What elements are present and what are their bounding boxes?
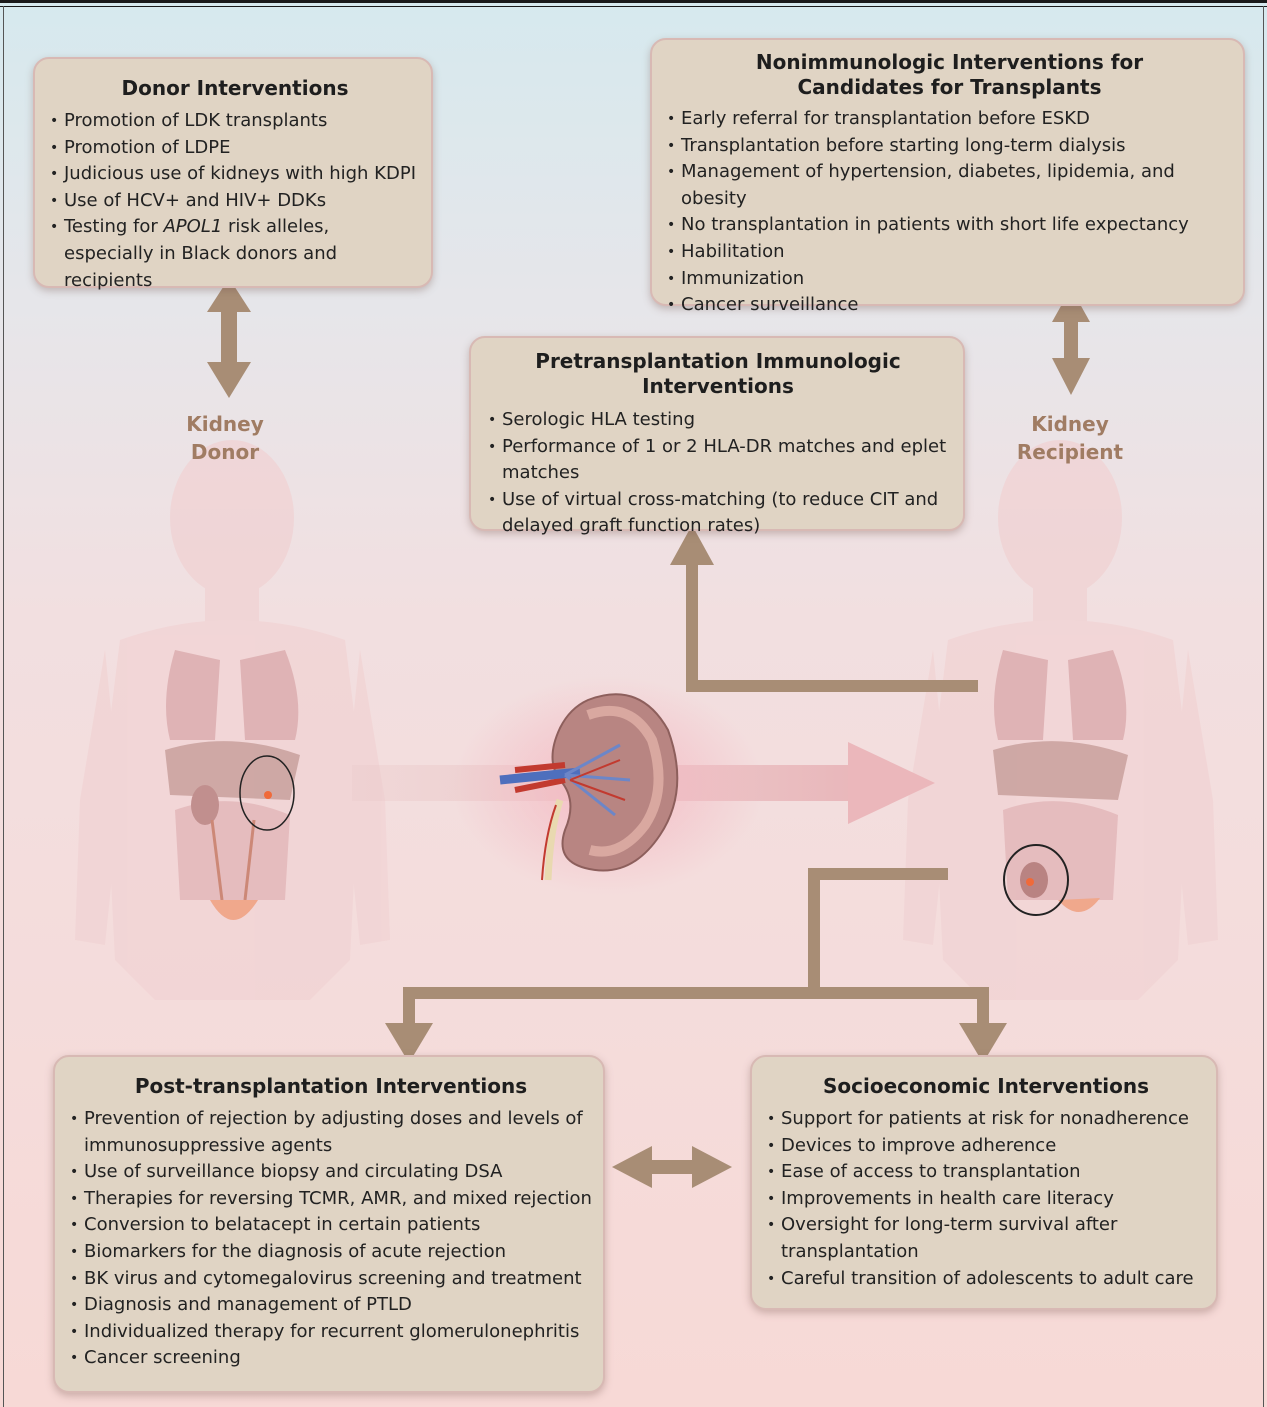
socioeconomic-title: Socioeconomic Interventions <box>766 1074 1206 1099</box>
bottom-connector-vertical <box>808 868 820 998</box>
list-item: Testing for APOL1 risk alleles, especial… <box>49 214 421 294</box>
donor-arrow-head-down <box>207 362 251 398</box>
recipient-arrow-head-down <box>1052 358 1090 395</box>
list-item: Biomarkers for the diagnosis of acute re… <box>69 1239 593 1266</box>
nonimmunologic-title-line2: Candidates for Transplants <box>666 75 1233 100</box>
kidney-donor-label-line1: Kidney <box>160 410 290 438</box>
list-item: Conversion to belatacept in certain pati… <box>69 1212 593 1239</box>
list-item: Early referral for transplantation befor… <box>666 106 1233 133</box>
list-item: Performance of 1 or 2 HLA-DR matches and… <box>487 434 949 487</box>
kidney-illustration <box>453 675 763 895</box>
list-item: Judicious use of kidneys with high KDPI <box>49 161 421 188</box>
socioeconomic-list: Support for patients at risk for nonadhe… <box>766 1106 1206 1292</box>
post-transplant-title: Post-transplantation Interventions <box>69 1074 593 1099</box>
list-item: Diagnosis and management of PTLD <box>69 1292 593 1319</box>
post-connector-vertical <box>403 987 415 1027</box>
pretransplant-interventions-box: Pretransplantation Immunologic Intervent… <box>469 336 965 531</box>
bottom-double-arrow-right <box>692 1146 732 1188</box>
kidney-recipient-label: Kidney Recipient <box>1000 410 1140 466</box>
list-item: Transplantation before starting long-ter… <box>666 133 1233 160</box>
list-item: Oversight for long-term survival after t… <box>766 1212 1206 1265</box>
bottom-connector-horizontal <box>403 987 983 999</box>
list-item: Use of virtual cross-matching (to reduce… <box>487 487 949 540</box>
nonimmunologic-interventions-box: Nonimmunologic Interventions for Candida… <box>650 38 1245 306</box>
kidney-donor-label-line2: Donor <box>160 438 290 466</box>
list-item: Improvements in health care literacy <box>766 1186 1206 1213</box>
kidney-recipient-label-line1: Kidney <box>1000 410 1140 438</box>
post-transplant-list: Prevention of rejection by adjusting dos… <box>69 1106 593 1372</box>
list-item: Management of hypertension, diabetes, li… <box>666 159 1233 212</box>
pretransplant-list: Serologic HLA testing Performance of 1 o… <box>487 407 949 540</box>
nonimmunologic-title-line1: Nonimmunologic Interventions for <box>666 50 1233 75</box>
list-item: Habilitation <box>666 239 1233 266</box>
list-item: Individualized therapy for recurrent glo… <box>69 1319 593 1346</box>
list-item: BK virus and cytomegalovirus screening a… <box>69 1266 593 1293</box>
pretransplant-connector-horizontal <box>686 680 978 692</box>
list-item: Use of HCV+ and HIV+ DDKs <box>49 188 421 215</box>
list-item: No transplantation in patients with shor… <box>666 212 1233 239</box>
list-item: Promotion of LDPE <box>49 135 421 162</box>
socioeconomic-interventions-box: Socioeconomic Interventions Support for … <box>750 1055 1218 1310</box>
kidney-recipient-label-line2: Recipient <box>1000 438 1140 466</box>
nonimmunologic-list: Early referral for transplantation befor… <box>666 106 1233 319</box>
list-item: Careful transition of adolescents to adu… <box>766 1266 1206 1293</box>
bottom-double-arrow-left <box>612 1146 652 1188</box>
list-item: Cancer screening <box>69 1345 593 1372</box>
recipient-kidney-marker <box>1026 878 1034 886</box>
list-item: Serologic HLA testing <box>487 407 949 434</box>
socio-connector-vertical <box>977 987 989 1027</box>
list-item: Immunization <box>666 266 1233 293</box>
pretransplant-title: Pretransplantation Immunologic Intervent… <box>487 349 949 399</box>
list-item: Therapies for reversing TCMR, AMR, and m… <box>69 1186 593 1213</box>
list-item: Devices to improve adherence <box>766 1133 1206 1160</box>
list-item: Ease of access to transplantation <box>766 1159 1206 1186</box>
donor-arrow-shaft <box>221 310 237 363</box>
kidney-donor-label: Kidney Donor <box>160 410 290 466</box>
gene-name: APOL1 <box>163 216 222 237</box>
bottom-connector-top <box>808 868 948 880</box>
recipient-arrow-shaft <box>1064 320 1078 360</box>
list-item: Promotion of LDK transplants <box>49 108 421 135</box>
list-item: Use of surveillance biopsy and circulati… <box>69 1159 593 1186</box>
donor-interventions-list: Promotion of LDK transplants Promotion o… <box>49 108 421 294</box>
donor-kidney-marker <box>264 791 272 799</box>
post-transplant-interventions-box: Post-transplantation Interventions Preve… <box>53 1055 605 1393</box>
list-item: Cancer surveillance <box>666 292 1233 319</box>
donor-interventions-box: Donor Interventions Promotion of LDK tra… <box>33 57 433 288</box>
list-item: Prevention of rejection by adjusting dos… <box>69 1106 593 1159</box>
pretransplant-connector-vertical <box>686 560 698 692</box>
list-item: Support for patients at risk for nonadhe… <box>766 1106 1206 1133</box>
donor-interventions-title: Donor Interventions <box>49 76 421 101</box>
